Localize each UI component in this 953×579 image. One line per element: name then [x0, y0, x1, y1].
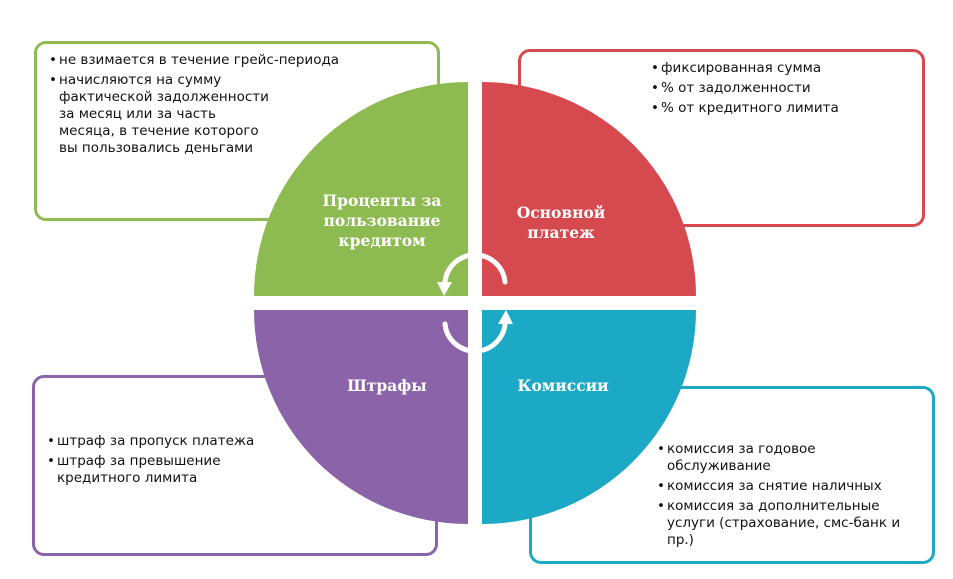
quadrant-interest [254, 82, 468, 296]
interest-label-line: кредитом [338, 231, 425, 250]
interest-item: начисляются на сумму фактической задолже… [49, 72, 427, 157]
cycle-arrowheads-icon [437, 282, 513, 324]
principal-label-line: платеж [527, 223, 595, 242]
penalties-item: штраф за превышение кредитного лимита [47, 453, 425, 487]
interest-label-line: Проценты за [323, 191, 442, 210]
commissions-item: комиссия за годовое обслуживание [657, 441, 922, 475]
interest-item: не взимается в течение грейс-периода [49, 52, 427, 69]
interest-label-line: пользование [324, 211, 441, 230]
commissions-list: комиссия за годовое обслуживание комисси… [657, 441, 922, 549]
principal-label-line: Основной [517, 203, 606, 222]
quadrant-penalties [254, 310, 468, 524]
principal-item: % от кредитного лимита [651, 100, 912, 117]
penalties-list: штраф за пропуск платежа штраф за превыш… [47, 433, 425, 487]
interest-list: не взимается в течение грейс-периода нач… [49, 52, 427, 157]
commissions-label: Комиссии [517, 376, 608, 395]
penalties-label: Штрафы [347, 376, 427, 395]
principal-item: фиксированная сумма [651, 60, 912, 77]
commissions-callout-box: комиссия за годовое обслуживание комисси… [529, 386, 935, 564]
principal-list: фиксированная сумма % от задолженности %… [651, 60, 912, 117]
commissions-item: комиссия за дополнительные услуги (страх… [657, 498, 922, 549]
quadrant-commissions [482, 310, 696, 524]
cycle-arrows-icon [442, 252, 508, 354]
quadrant-principal [482, 82, 696, 296]
commissions-item: комиссия за снятие наличных [657, 478, 922, 495]
penalties-item: штраф за пропуск платежа [47, 433, 425, 450]
principal-item: % от задолженности [651, 80, 912, 97]
